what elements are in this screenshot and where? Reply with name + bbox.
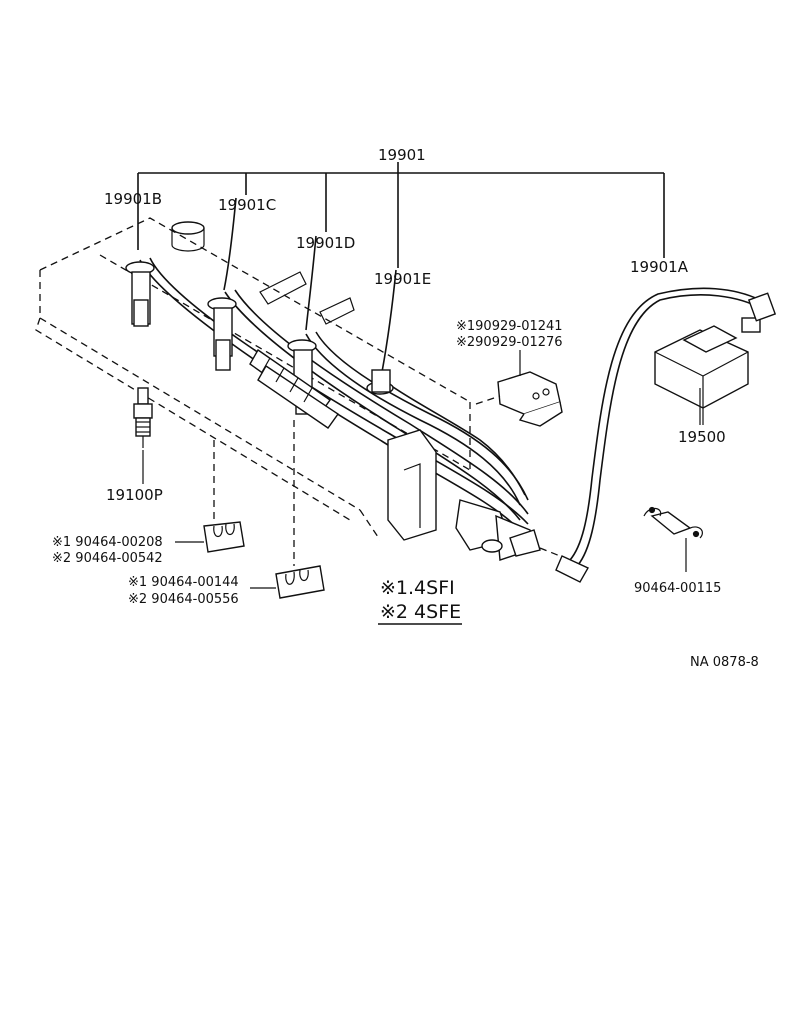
label-19901e: 19901E [374, 270, 431, 288]
label-clamp-a-1: ※1 90464-00208 [52, 535, 163, 550]
main-callout-bracket [137, 162, 665, 268]
label-19901: 19901 [378, 146, 426, 164]
small-clip [643, 506, 703, 572]
wire-clamp-upper [175, 440, 245, 553]
spark-plug [133, 387, 153, 484]
label-19901c: 19901C [218, 196, 276, 214]
plug-boots [125, 261, 394, 415]
label-bracket-2: ※290929-01276 [456, 335, 563, 350]
spark-plug-wires [139, 197, 529, 531]
label-19901a: 19901A [630, 258, 689, 276]
wire-clamp-lower [250, 420, 325, 599]
ignition-coil [654, 317, 761, 425]
legend-line-2: ※2 4SFE [380, 601, 461, 623]
label-bracket-1: ※190929-01241 [456, 319, 563, 334]
label-clamp-b-1: ※1 90464-00144 [128, 575, 239, 590]
legend-line-1: ※1.4SFI [380, 577, 455, 599]
label-clip: 90464-00115 [634, 581, 721, 596]
label-19100p: 19100P [106, 486, 163, 504]
distributor [387, 429, 561, 561]
label-clamp-a-2: ※2 90464-00542 [52, 551, 163, 566]
figure-code: NA 0878-8 [690, 655, 759, 670]
label-clamp-b-2: ※2 90464-00556 [128, 592, 239, 607]
wire-separators [249, 348, 339, 429]
label-19500: 19500 [678, 428, 726, 446]
label-19901b: 19901B [104, 190, 162, 208]
label-19901d: 19901D [296, 234, 355, 252]
coil-lead-wire [555, 287, 777, 583]
wire-bracket [475, 350, 563, 427]
cylinder-head-cover [35, 217, 471, 541]
